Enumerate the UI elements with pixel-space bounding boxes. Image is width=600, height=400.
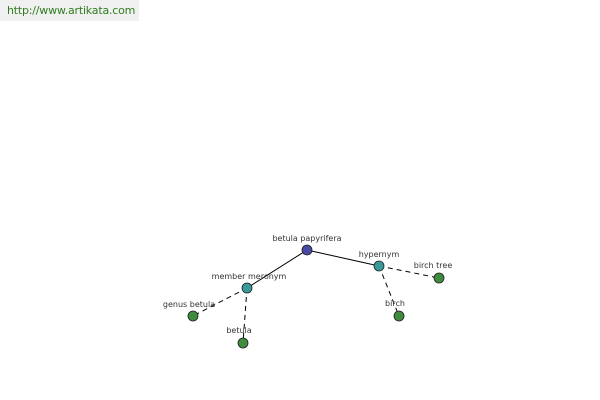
node-betula[interactable] <box>237 337 249 349</box>
edge-root-hyper <box>306 249 380 267</box>
edge-member-genus <box>192 287 248 317</box>
edge-root-member <box>246 249 308 289</box>
node-label-root: betula papyrifera <box>272 234 341 243</box>
edge-hyper-birchtree <box>378 265 440 279</box>
node-birch[interactable] <box>393 310 405 322</box>
node-label-birchtree: birch tree <box>414 261 453 270</box>
node-label-betula: betula <box>226 326 251 335</box>
node-hyper[interactable] <box>373 260 385 272</box>
source-link[interactable]: http://www.artikata.com <box>7 4 136 17</box>
node-genus[interactable] <box>187 310 199 322</box>
node-label-genus: genus betula <box>163 300 215 309</box>
edges-layer <box>192 249 440 344</box>
nodes-layer <box>187 244 445 349</box>
source-bar: http://www.artikata.com <box>0 0 139 21</box>
node-birchtree[interactable] <box>433 272 445 284</box>
edge-hyper-birch <box>378 265 400 317</box>
node-label-birch: birch <box>385 299 405 308</box>
node-label-member: member meronym <box>212 272 287 281</box>
node-member[interactable] <box>241 282 253 294</box>
edge-member-betula <box>242 287 248 344</box>
node-label-hyper: hypernym <box>359 250 400 259</box>
labels-layer: betula papyrifera member meronym hypernym g… <box>163 234 452 335</box>
node-root[interactable] <box>301 244 313 256</box>
